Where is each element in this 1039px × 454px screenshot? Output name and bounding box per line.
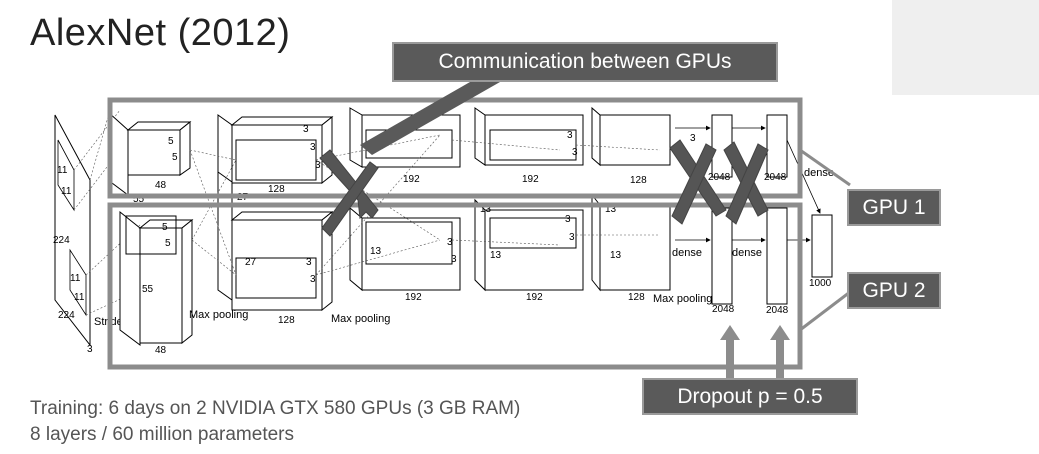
slide-title: AlexNet (2012) bbox=[30, 12, 291, 54]
input-size-label: 224 bbox=[53, 235, 70, 246]
corner-panel bbox=[892, 0, 1039, 95]
conv5-size-label: 13 bbox=[605, 204, 617, 215]
conv4-size-label: 13 bbox=[480, 204, 492, 215]
conv1-depth-label: 48 bbox=[155, 180, 167, 191]
kernel-label-3: 3 bbox=[310, 142, 316, 153]
kernel-label-3: 3 bbox=[451, 254, 457, 265]
conv2-top-volume bbox=[217, 114, 334, 193]
kernel-label-3: 3 bbox=[572, 147, 578, 158]
kernel-label-3: 3 bbox=[315, 160, 321, 171]
dropout-arrows bbox=[720, 325, 790, 378]
kernel-label-3: 3 bbox=[690, 133, 696, 144]
conv4-volume bbox=[474, 107, 584, 292]
kernel-label-11: 11 bbox=[74, 292, 85, 303]
input-size-label: 224 bbox=[58, 310, 75, 321]
layers-note: 8 layers / 60 million parameters bbox=[30, 424, 294, 445]
kernel-label-11: 11 bbox=[61, 186, 72, 197]
gpu2-callout: GPU 2 bbox=[847, 272, 941, 309]
kernel-label-11: 11 bbox=[70, 273, 81, 284]
conv3-volume bbox=[349, 107, 461, 292]
kernel-label-3: 3 bbox=[310, 274, 316, 285]
conv5-depth-label: 128 bbox=[628, 292, 645, 303]
kernel-label-3: 3 bbox=[565, 214, 571, 225]
gpu1-callout: GPU 1 bbox=[847, 189, 941, 226]
max-pooling-label: Max pooling bbox=[331, 313, 390, 325]
communication-callout-pointer bbox=[360, 82, 500, 155]
max-pooling-label: Max pooling bbox=[189, 309, 248, 321]
kernel-label-5: 5 bbox=[165, 238, 171, 249]
dropout-callout: Dropout p = 0.5 bbox=[642, 378, 858, 415]
output-size-label: 1000 bbox=[809, 278, 832, 289]
fc-size-label: 2048 bbox=[764, 172, 787, 183]
dense-label: dense bbox=[804, 167, 834, 179]
gpu1-callout-line bbox=[799, 148, 851, 187]
conv5-size-label: 13 bbox=[610, 250, 622, 261]
kernel-label-5: 5 bbox=[172, 152, 178, 163]
kernel-label-3: 3 bbox=[567, 130, 573, 141]
fc-size-label: 2048 bbox=[766, 305, 789, 316]
conv4-depth-label: 192 bbox=[522, 174, 539, 185]
kernel-label-11: 11 bbox=[57, 165, 68, 176]
conv2-depth-label: 128 bbox=[278, 315, 295, 326]
conv2-depth-label: 128 bbox=[268, 184, 285, 195]
dense-layers bbox=[711, 114, 833, 305]
gpu2-callout-line bbox=[799, 290, 851, 332]
conv1-depth-label: 48 bbox=[155, 345, 167, 356]
conv5-depth-label: 128 bbox=[630, 175, 647, 186]
kernel-label-3: 3 bbox=[447, 237, 453, 248]
conv1-size-label: 55 bbox=[142, 284, 154, 295]
kernel-label-3: 3 bbox=[306, 257, 312, 268]
conv3-depth-label: 192 bbox=[405, 292, 422, 303]
input-depth-label: 3 bbox=[87, 344, 93, 355]
fc-size-label: 2048 bbox=[712, 304, 735, 315]
kernel-label-3: 3 bbox=[303, 124, 309, 135]
conv4-size-label: 13 bbox=[490, 250, 502, 261]
training-note: Training: 6 days on 2 NVIDIA GTX 580 GPU… bbox=[30, 398, 521, 419]
conv4-depth-label: 192 bbox=[526, 292, 543, 303]
conv3-size-label: 13 bbox=[370, 246, 382, 257]
kernel-label-5: 5 bbox=[168, 136, 174, 147]
conv2-size-label: 27 bbox=[245, 257, 257, 268]
communication-cross-arrows bbox=[319, 139, 769, 237]
communication-callout: Communication between GPUs bbox=[392, 42, 778, 82]
kernel-label-3: 3 bbox=[569, 232, 575, 243]
fc-size-label: 2048 bbox=[708, 172, 731, 183]
max-pooling-label: Max pooling bbox=[653, 293, 712, 305]
dense-label: dense bbox=[732, 247, 762, 259]
conv1-bottom-volume bbox=[119, 210, 194, 346]
gpu2-region bbox=[107, 202, 803, 370]
conv5-volume bbox=[591, 106, 671, 292]
conv1-top-volume bbox=[107, 110, 192, 196]
kernel-label-5: 5 bbox=[162, 222, 168, 233]
conv3-depth-label: 192 bbox=[403, 174, 420, 185]
conv1-size-label: 55 bbox=[133, 194, 145, 205]
dense-label: dense bbox=[672, 247, 702, 259]
